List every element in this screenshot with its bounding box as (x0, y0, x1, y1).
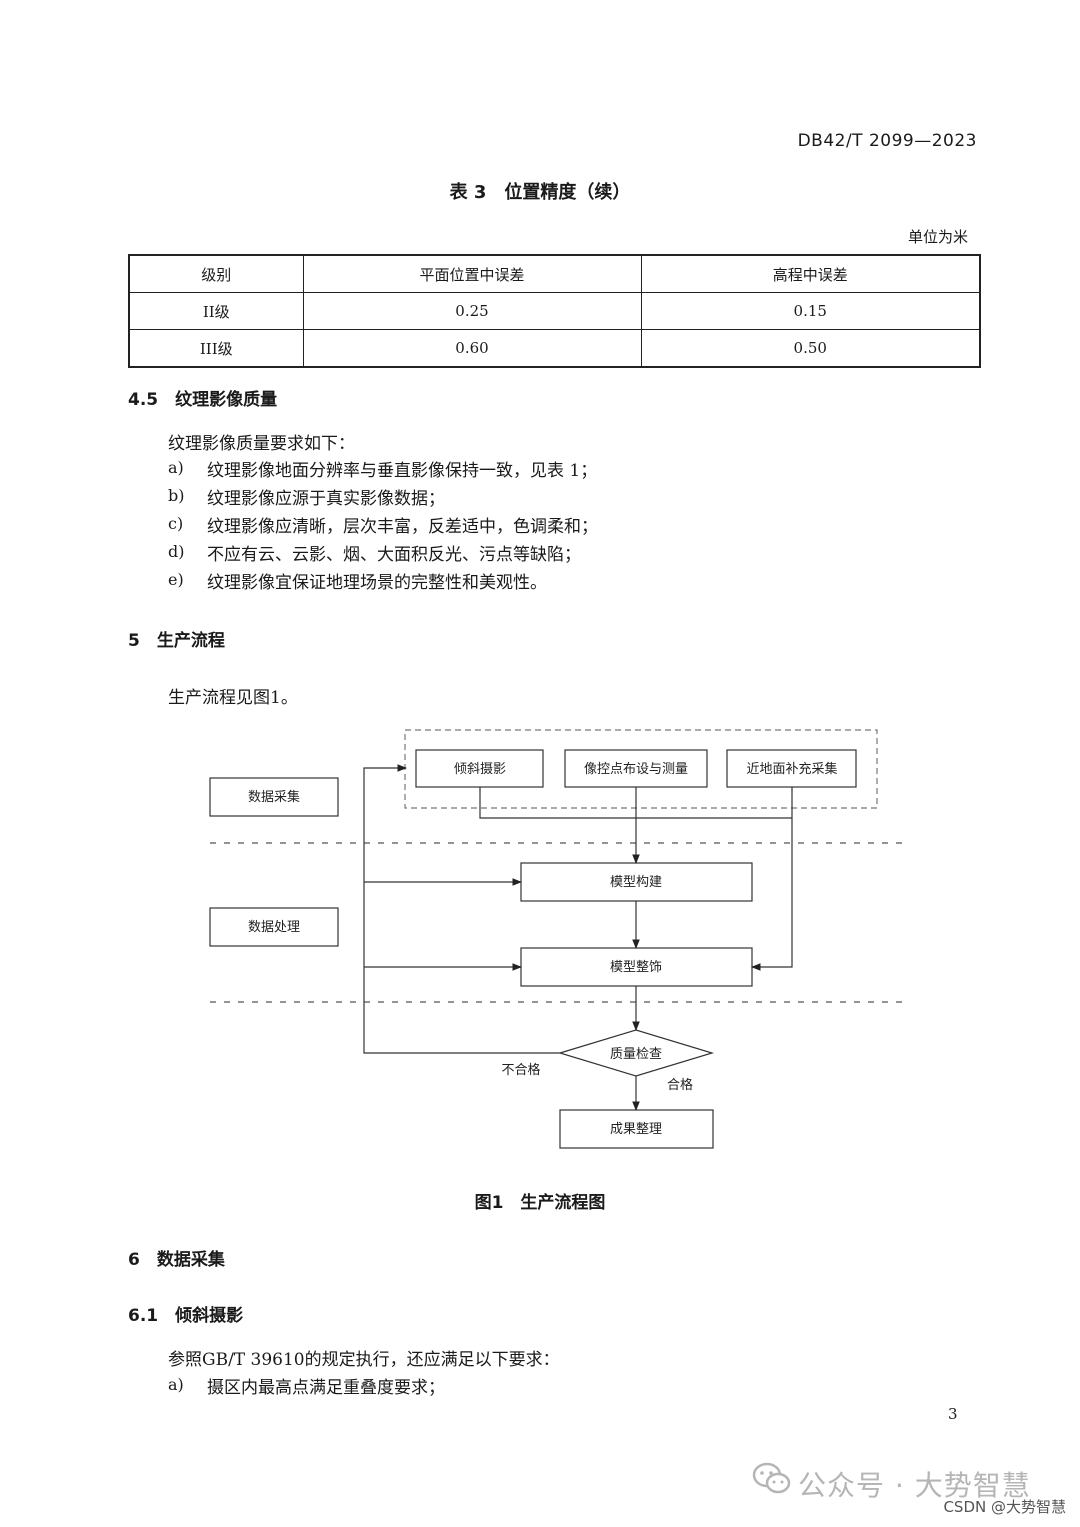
table-cell: 0.50 (640, 329, 981, 368)
wechat-icon (752, 1462, 792, 1500)
section-6-1-heading: 6.1 倾斜摄影 (128, 1306, 244, 1326)
model-finish-label: 模型整饰 (610, 960, 662, 975)
page-number: 3 (948, 1405, 958, 1423)
table-title: 表 3 位置精度（续） (449, 182, 631, 203)
figure-caption: 图1 生产流程图 (474, 1193, 606, 1213)
table-header-cell: 高程中误差 (640, 254, 981, 293)
stage-collect-box (209, 777, 339, 817)
table-cell: 0.60 (302, 329, 642, 368)
pass-label: 合格 (667, 1077, 693, 1093)
table-header-row: 级别 平面位置中误差 高程中误差 (128, 254, 981, 293)
fail-loop-arrow (363, 764, 560, 1054)
list-item: 摄区内最高点满足重叠度要求； (207, 1378, 445, 1398)
table-unit: 单位为米 (907, 228, 968, 246)
table-row: II级 0.25 0.15 (128, 292, 981, 330)
quality-check-diamond (557, 1029, 715, 1077)
quality-check-label: 质量检查 (610, 1047, 662, 1062)
section-6-heading: 6 数据采集 (128, 1250, 225, 1270)
list-item: 纹理影像应源于真实影像数据； (207, 489, 445, 509)
table-header-cell: 平面位置中误差 (302, 254, 642, 293)
stage-process-label: 数据处理 (248, 920, 300, 935)
fail-label: 不合格 (501, 1062, 540, 1078)
list-item-mark: a) (168, 1375, 184, 1394)
standard-number: DB42/T 2099—2023 (797, 131, 977, 151)
section-6-1-intro: 参照GB/T 39610的规定执行，还应满足以下要求： (168, 1350, 560, 1370)
list-item-mark: c) (168, 514, 184, 533)
table-cell: 0.25 (302, 292, 642, 330)
list-item-mark: a) (168, 458, 184, 477)
ground-to-finish-arrow (751, 818, 793, 971)
table-cell: 0.15 (640, 292, 981, 330)
table-row: III级 0.60 0.50 (128, 329, 981, 368)
tilt-photo-label: 倾斜摄影 (454, 762, 506, 777)
section-4-5-intro: 纹理影像质量要求如下： (168, 434, 355, 454)
table-cell: II级 (128, 292, 304, 330)
list-item-mark: d) (168, 542, 185, 561)
watermark-text: 公众号 · 大势智慧 (798, 1469, 1031, 1502)
result-label: 成果整理 (610, 1122, 662, 1137)
list-item-mark: e) (168, 570, 184, 589)
list-item: 纹理影像地面分辨率与垂直影像保持一致，见表 1； (207, 461, 598, 481)
list-item: 纹理影像宜保证地理场景的完整性和美观性。 (207, 573, 547, 593)
list-item: 纹理影像应清晰，层次丰富，反差适中，色调柔和； (207, 517, 598, 537)
control-point-label: 像控点布设与测量 (584, 762, 688, 777)
list-item-mark: b) (168, 486, 185, 505)
accuracy-table: 级别 平面位置中误差 高程中误差 II级 0.25 0.15 III级 0.60… (128, 254, 981, 368)
list-item: 不应有云、云影、烟、大面积反光、污点等缺陷； (207, 545, 581, 565)
section-4-5-heading: 4.5 纹理影像质量 (128, 390, 278, 410)
model-build-label: 模型构建 (610, 875, 662, 890)
csdn-watermark: CSDN @大势智慧 (943, 1498, 1066, 1516)
table-header-cell: 级别 (128, 254, 304, 293)
section-5-heading: 5 生产流程 (128, 631, 225, 651)
ground-collect-label: 近地面补充采集 (746, 761, 837, 777)
table-cell: III级 (128, 329, 304, 368)
stage-collect-label: 数据采集 (248, 789, 300, 805)
section-5-intro: 生产流程见图1。 (168, 688, 298, 708)
production-flowchart: 数据采集 数据处理 倾斜摄影 像控点布设与测量 近地面补充采集 模型构建 模型整… (209, 729, 910, 1149)
stage-process-box (209, 907, 339, 947)
